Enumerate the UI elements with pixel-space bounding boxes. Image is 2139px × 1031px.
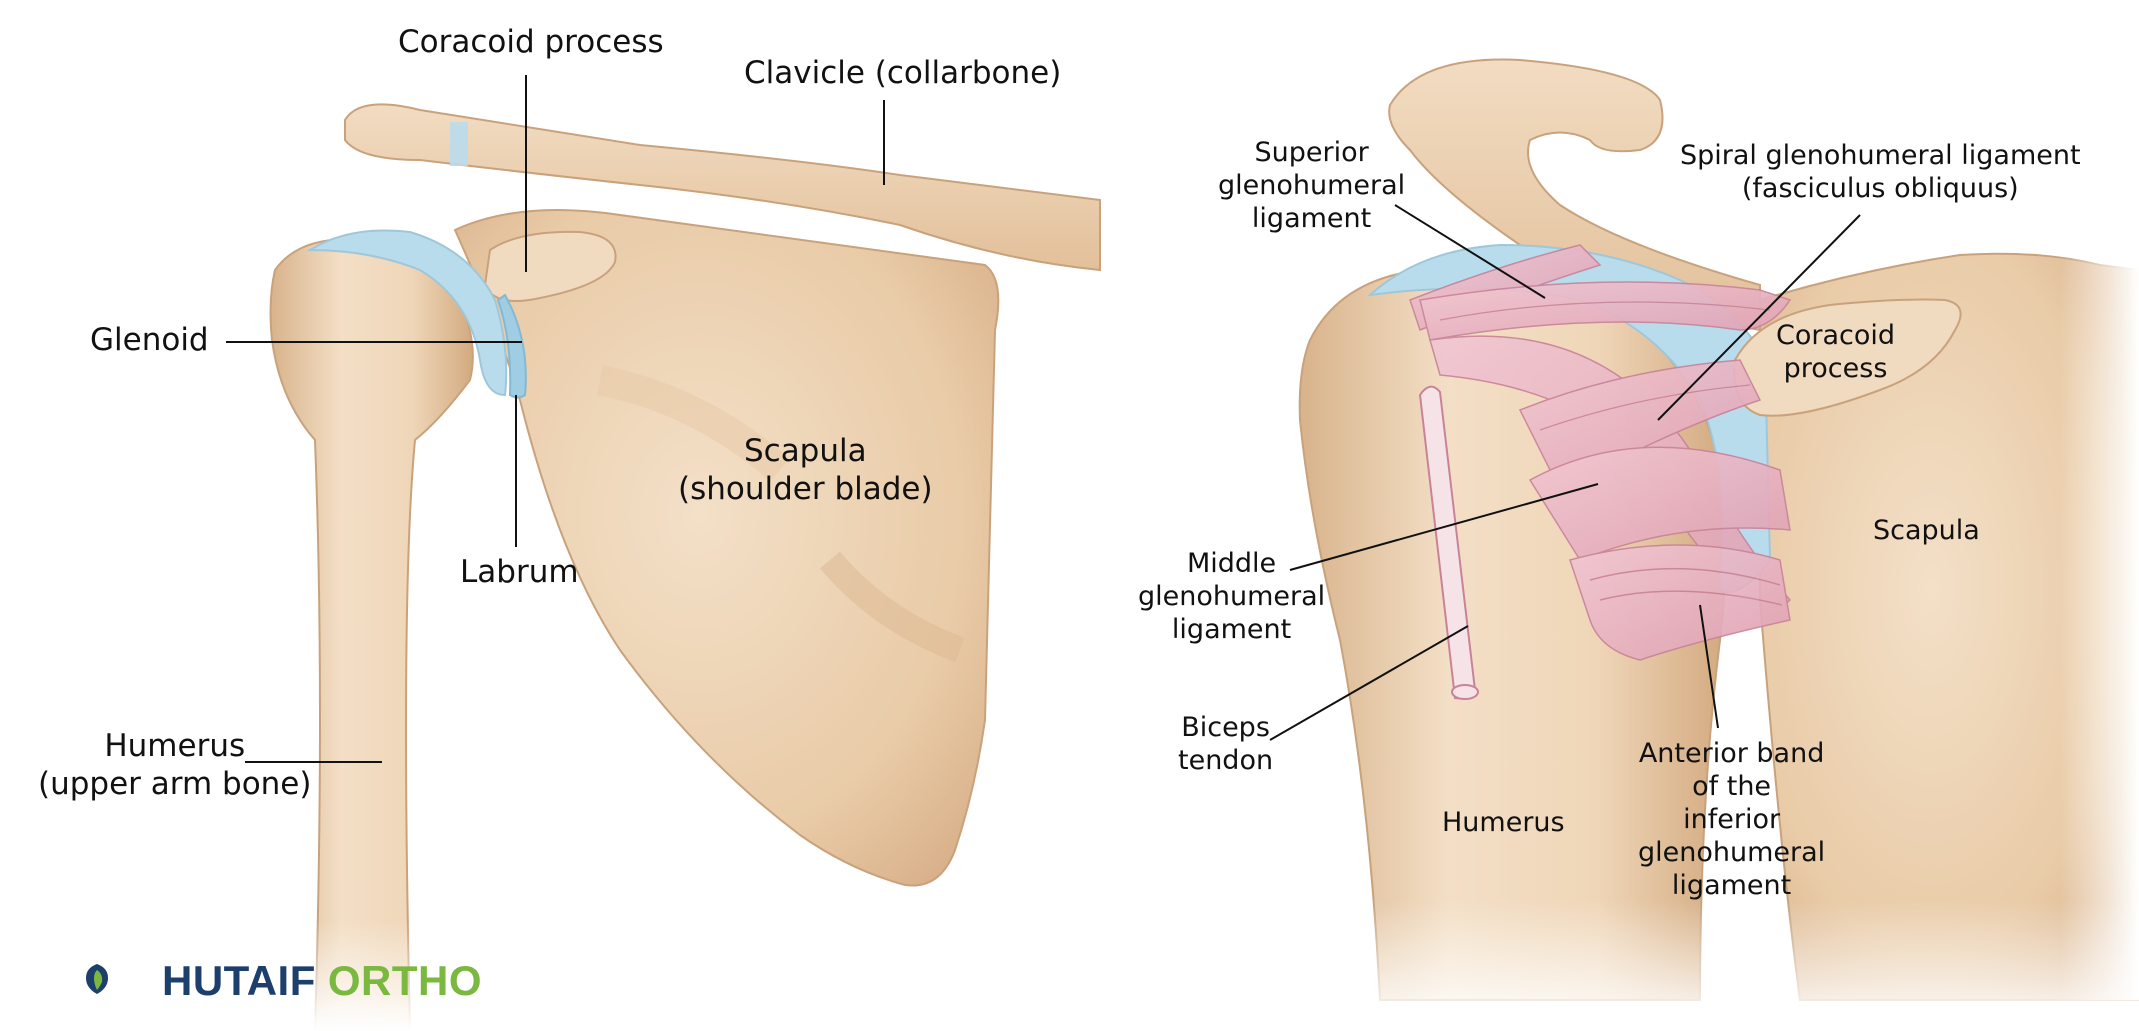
superior-ligament-band-2 bbox=[1419, 281, 1792, 341]
label-biceps-line1: Biceps bbox=[1181, 712, 1270, 743]
leader-biceps bbox=[1269, 625, 1469, 741]
leader-lines bbox=[226, 75, 1861, 763]
right-acromion-shape bbox=[1388, 58, 1761, 332]
label-anterior-line4: glenohumeral bbox=[1638, 836, 1826, 868]
label-clavicle: Clavicle (collarbone) bbox=[744, 55, 1062, 91]
logo-word-ortho: ORTHO bbox=[327, 957, 483, 1004]
middle-glenohumeral-ligament-band bbox=[1518, 359, 1762, 492]
label-humerus-left-line2: (upper arm bone) bbox=[38, 765, 312, 802]
label-anterior-line3: inferior bbox=[1683, 803, 1781, 835]
label-superior-line2: glenohumeral bbox=[1218, 169, 1406, 201]
label-spiral-line1: Spiral glenohumeral ligament bbox=[1680, 140, 2081, 171]
label-middle-line2: glenohumeral bbox=[1138, 580, 1326, 612]
hutaif-ortho-logo: HUTAIF ORTHO bbox=[80, 955, 482, 1007]
left-coracoid-shape bbox=[483, 230, 617, 302]
label-scapula-left-line1: Scapula bbox=[743, 433, 867, 469]
label-anterior-band: Anterior band of the inferior glenohumer… bbox=[1638, 738, 1825, 903]
label-labrum: Labrum bbox=[460, 554, 579, 590]
label-anterior-line2: of the bbox=[1692, 770, 1772, 802]
label-middle-line3: ligament bbox=[1171, 613, 1292, 645]
label-coracoid-right-line1: Coracoid bbox=[1776, 320, 1896, 351]
logo-word-hutaif: HUTAIF bbox=[162, 957, 316, 1004]
label-humerus-left-line1: Humerus bbox=[104, 728, 246, 764]
label-scapula-right: Scapula bbox=[1873, 515, 1980, 546]
right-coracoid-shape bbox=[1733, 298, 1962, 417]
label-superior-glenohumeral: Superior glenohumeral ligament bbox=[1218, 137, 1405, 236]
label-superior-line1: Superior bbox=[1254, 137, 1369, 168]
label-superior-line3: ligament bbox=[1251, 202, 1372, 234]
label-scapula-left-line2: (shoulder blade) bbox=[678, 470, 933, 507]
left-humeral-cartilage bbox=[306, 229, 508, 397]
leader-middle bbox=[1289, 483, 1599, 571]
label-middle-glenohumeral: Middle glenohumeral ligament bbox=[1138, 548, 1325, 647]
left-scapula-shape bbox=[453, 209, 1000, 887]
right-panel bbox=[1280, 58, 2139, 1031]
left-labrum-shape bbox=[496, 293, 527, 399]
leader-anterior-band bbox=[1699, 604, 1719, 729]
label-spiral-glenohumeral: Spiral glenohumeral ligament (fasciculus… bbox=[1680, 140, 2081, 206]
label-scapula-left: Scapula (shoulder blade) bbox=[678, 433, 933, 509]
label-middle-line1: Middle bbox=[1186, 548, 1277, 579]
logo-mark-icon bbox=[86, 964, 108, 994]
label-glenoid: Glenoid bbox=[90, 322, 209, 358]
label-coracoid-process-left: Coracoid process bbox=[398, 24, 664, 60]
label-anterior-line5: ligament bbox=[1671, 869, 1792, 901]
label-coracoid-process-right: Coracoid process bbox=[1776, 320, 1895, 386]
label-biceps-tendon: Biceps tendon bbox=[1178, 712, 1273, 778]
label-biceps-line2: tendon bbox=[1178, 744, 1274, 776]
label-spiral-line2: (fasciculus obliquus) bbox=[1741, 172, 2019, 204]
leader-spiral bbox=[1657, 214, 1861, 421]
middle-ligament-crossing bbox=[1528, 446, 1791, 561]
leader-superior bbox=[1394, 204, 1546, 299]
ligament-bands bbox=[1409, 244, 1792, 661]
left-humerus-shape bbox=[269, 238, 474, 1031]
label-humerus-right: Humerus bbox=[1442, 807, 1565, 838]
left-panel bbox=[0, 103, 1101, 1031]
label-humerus-left: Humerus (upper arm bone) bbox=[38, 728, 311, 804]
label-coracoid-right-line2: process bbox=[1783, 352, 1888, 384]
label-anterior-line1: Anterior band bbox=[1638, 738, 1825, 769]
